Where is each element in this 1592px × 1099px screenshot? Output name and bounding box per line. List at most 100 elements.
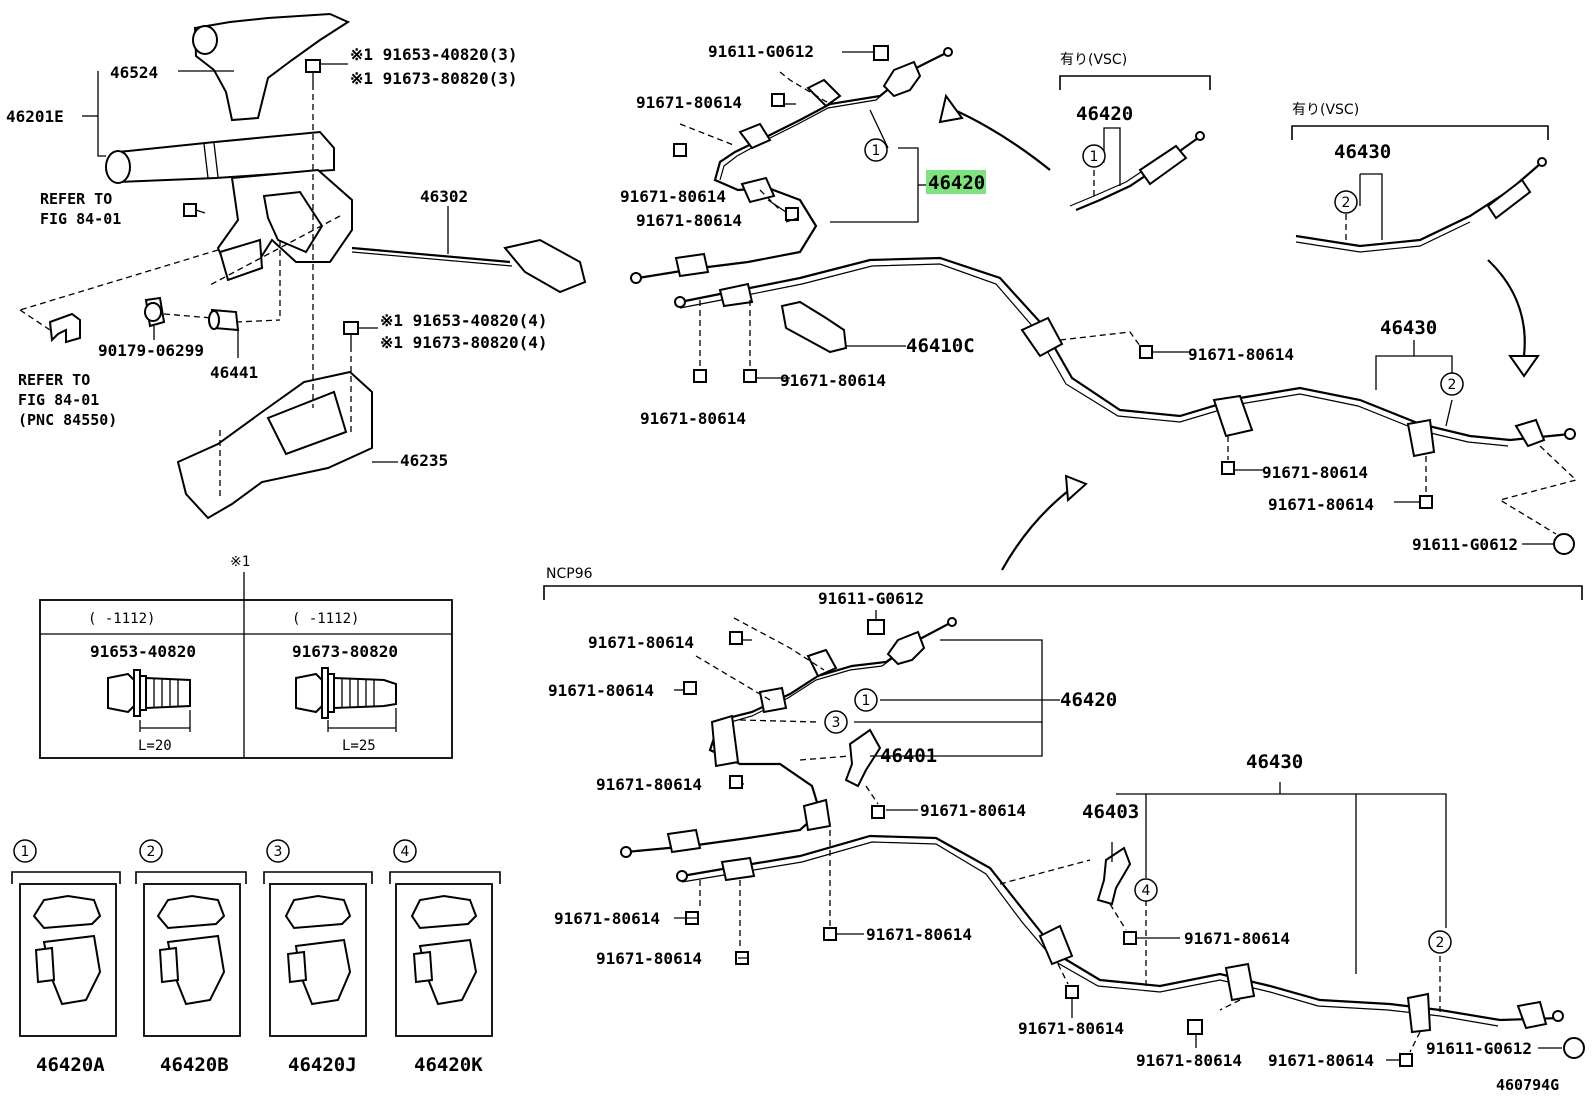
svg-text:1: 1 bbox=[862, 693, 871, 709]
refer-fig-1-line1: REFER TO bbox=[40, 190, 112, 208]
bracket-46403[interactable] bbox=[1096, 846, 1132, 906]
bolt-91653-icon bbox=[107, 669, 191, 732]
svg-text:3: 3 bbox=[832, 715, 841, 731]
label-90179: 90179-06299 bbox=[98, 341, 204, 360]
ncp-91611-right: 91611-G0612 bbox=[1426, 1039, 1532, 1058]
refer-fig-2-line1: REFER TO bbox=[18, 371, 90, 389]
top-80614-h: 91671-80614 bbox=[1268, 495, 1374, 514]
ncp-46403-label: 46403 bbox=[1082, 801, 1139, 823]
ncp-80614-a: 91671-80614 bbox=[588, 633, 694, 652]
label-46201E: 46201E bbox=[6, 107, 64, 126]
clamp-4-part: 46420K bbox=[414, 1054, 483, 1076]
svg-text:2: 2 bbox=[1342, 195, 1351, 211]
ncp-80614-b: 91671-80614 bbox=[548, 681, 654, 700]
bolt-91673-icon bbox=[295, 667, 397, 732]
refer-fig-2-line3: (PNC 84550) bbox=[18, 411, 117, 429]
bolt-mid-label-2: ※1 91673-80820(4) bbox=[380, 333, 548, 352]
clamp-1-part: 46420A bbox=[36, 1054, 105, 1076]
ncp96-assembly: 1 3 4 2 bbox=[543, 585, 1585, 1067]
svg-text:2: 2 bbox=[1448, 377, 1457, 393]
ncp-80614-h: 91671-80614 bbox=[1184, 929, 1290, 948]
clamp-1-number: 1 bbox=[21, 844, 30, 860]
bolt-col2-length: L=25 bbox=[342, 738, 376, 754]
clamp-tile-2[interactable]: 2 46420B bbox=[135, 839, 247, 1076]
bolt-top[interactable] bbox=[305, 59, 321, 84]
clamp-tiles: 1 46420A 2 46420B 3 4 bbox=[11, 839, 501, 1076]
top-80614-f: 91671-80614 bbox=[1188, 345, 1294, 364]
bolt-mid-label-1: ※1 91653-40820(4) bbox=[380, 311, 548, 330]
highlight-46420 bbox=[926, 170, 986, 194]
top-80614-a: 91671-80614 bbox=[636, 93, 742, 112]
ncp-91611-top: 91611-G0612 bbox=[818, 589, 924, 608]
ncp-80614-i: 91671-80614 bbox=[1018, 1019, 1124, 1038]
label-46441: 46441 bbox=[210, 363, 258, 382]
refer-fig-2-line2: FIG 84-01 bbox=[18, 391, 99, 409]
clamp-tile-4[interactable]: 4 46420K bbox=[389, 839, 501, 1076]
top-46420-label: 46420 bbox=[928, 172, 985, 194]
ncp-46401-label: 46401 bbox=[880, 745, 937, 767]
bolt-refer[interactable] bbox=[183, 203, 206, 217]
arrow-ncp96-up bbox=[1001, 487, 1073, 571]
ncp-46430-label: 46430 bbox=[1246, 751, 1303, 773]
ncp-80614-c: 91671-80614 bbox=[596, 775, 702, 794]
vsc2-part: 46430 bbox=[1334, 141, 1391, 163]
cable-46430-top[interactable] bbox=[679, 256, 1571, 442]
lever-handle[interactable] bbox=[117, 130, 335, 184]
bolt-table: ※1 ( -1112) ( -1112) 91653-40820 91673-8… bbox=[39, 554, 453, 759]
vsc1-part: 46420 bbox=[1076, 103, 1133, 125]
arrow-from-vsc-2 bbox=[1487, 259, 1526, 357]
top-labels: 91611-G0612 91671-80614 91671-80614 9167… bbox=[620, 42, 1518, 554]
svg-text:2: 2 bbox=[1436, 935, 1445, 951]
cable-46420-ncp96[interactable] bbox=[625, 621, 953, 854]
bolt-table-title: ※1 bbox=[230, 554, 250, 570]
clamp-tile-3[interactable]: 3 46420J bbox=[263, 839, 373, 1076]
clamp-tile-1[interactable]: 1 46420A bbox=[11, 839, 121, 1076]
svg-text:1: 1 bbox=[872, 143, 881, 159]
top-80614-b: 91671-80614 bbox=[620, 187, 726, 206]
bolt-col1-length: L=20 bbox=[138, 738, 172, 754]
top-46410C-label: 46410C bbox=[906, 335, 975, 357]
bracket-46401[interactable] bbox=[844, 728, 882, 788]
top-91611-label: 91611-G0612 bbox=[708, 42, 814, 61]
ncp96-labels: NCP96 91611-G0612 91671-80614 91671-8061… bbox=[546, 566, 1532, 1070]
vsc1-title: 有り(VSC) bbox=[1060, 52, 1127, 68]
ncp-46420-label: 46420 bbox=[1060, 689, 1117, 711]
top-80614-c: 91671-80614 bbox=[636, 211, 742, 230]
svg-text:1: 1 bbox=[1090, 149, 1099, 165]
clamp-3-part: 46420J bbox=[288, 1054, 357, 1076]
ncp-80614-d: 91671-80614 bbox=[920, 801, 1026, 820]
equalizer-46302[interactable] bbox=[503, 238, 587, 294]
bolt-col1-range: ( -1112) bbox=[88, 611, 155, 627]
bolt-col1-part: 91653-40820 bbox=[90, 642, 196, 661]
arrow-to-vsc-1 bbox=[949, 106, 1051, 171]
top-80614-e: 91671-80614 bbox=[780, 371, 886, 390]
clamp-2-number: 2 bbox=[147, 844, 156, 860]
cable-46430-ncp96[interactable] bbox=[681, 834, 1561, 1022]
ncp-80614-g: 91671-80614 bbox=[866, 925, 972, 944]
bolt-mid[interactable] bbox=[343, 321, 359, 346]
top-46430-label: 46430 bbox=[1380, 317, 1437, 339]
lever-cover-46524[interactable] bbox=[193, 12, 351, 122]
top-80614-d: 91671-80614 bbox=[640, 409, 746, 428]
refer-fig-1-line2: FIG 84-01 bbox=[40, 210, 121, 228]
ncp-80614-k: 91671-80614 bbox=[1268, 1051, 1374, 1070]
base-plate-46235[interactable] bbox=[176, 370, 373, 520]
svg-text:4: 4 bbox=[1142, 883, 1151, 899]
bolt-col2-range: ( -1112) bbox=[292, 611, 359, 627]
figure-code: 460794G bbox=[1496, 1076, 1559, 1094]
cable-46420-top[interactable] bbox=[637, 51, 949, 280]
vsc2-title: 有り(VSC) bbox=[1292, 102, 1359, 118]
bolt-col2-part: 91673-80820 bbox=[292, 642, 398, 661]
top-80614-g: 91671-80614 bbox=[1262, 463, 1368, 482]
ncp-80614-e: 91671-80614 bbox=[554, 909, 660, 928]
bracket-46410C[interactable] bbox=[780, 300, 848, 354]
top-91611-right: 91611-G0612 bbox=[1412, 535, 1518, 554]
bolt-top-label-2: ※1 91673-80820(3) bbox=[350, 69, 518, 88]
lever-assembly bbox=[19, 12, 587, 520]
small-bracket[interactable] bbox=[48, 312, 81, 344]
label-46235: 46235 bbox=[400, 451, 448, 470]
top-cable-assembly: 1 2 1 2 bbox=[630, 45, 1578, 571]
left-labels: 46524 46201E 46302 90179-06299 46441 462… bbox=[6, 45, 548, 470]
label-46524: 46524 bbox=[110, 63, 158, 82]
